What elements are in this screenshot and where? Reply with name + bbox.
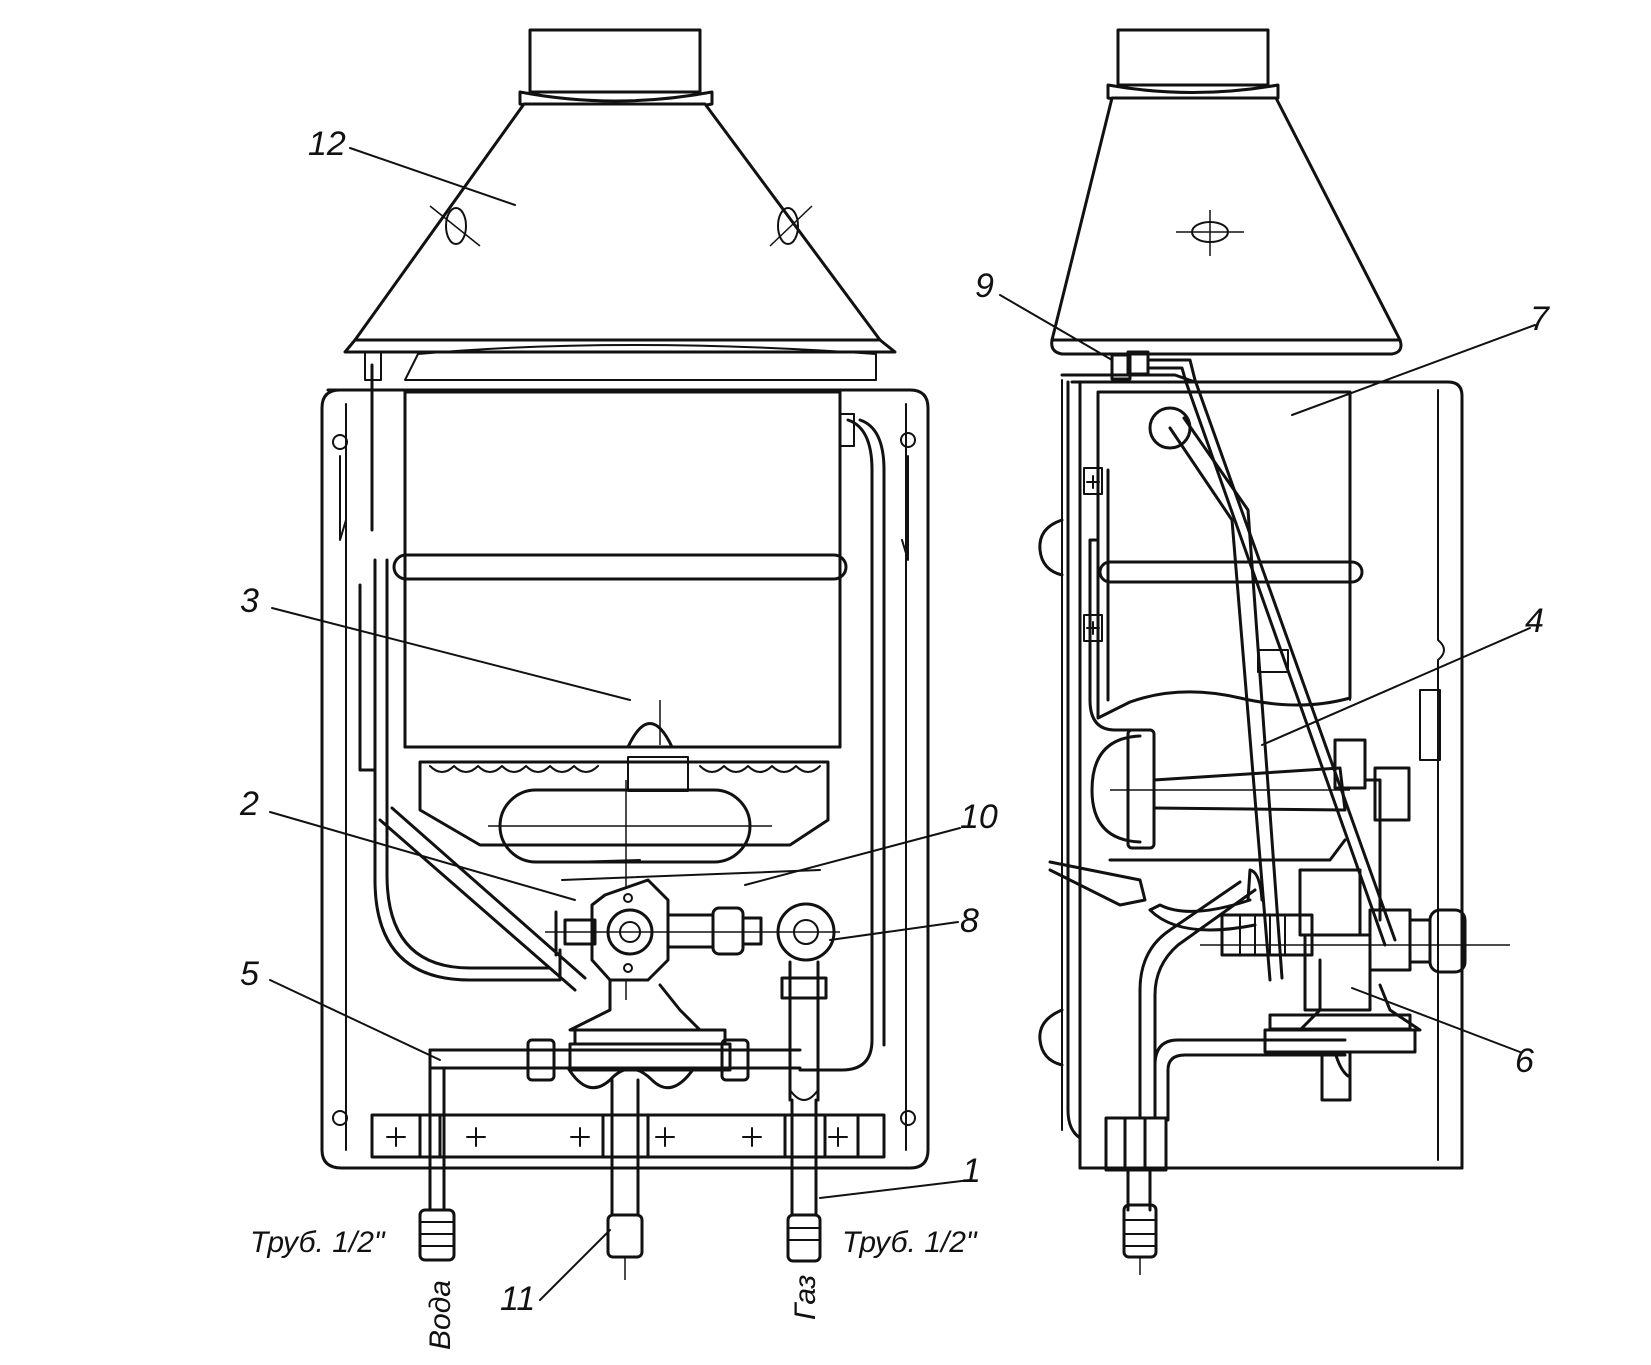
label-11: 11 [500, 1280, 535, 1318]
label-2: 2 [239, 785, 259, 823]
label-1: 1 [962, 1152, 981, 1190]
front-burner [418, 760, 830, 847]
label-7: 7 [1530, 300, 1550, 338]
side-flue-collar [1116, 28, 1270, 87]
label-12: 12 [308, 125, 346, 163]
label-8: 8 [960, 902, 979, 940]
front-draft-hood [353, 102, 882, 342]
front-flue-collar [528, 28, 702, 94]
front-heat-exchanger [403, 390, 842, 749]
caption-gas: Газ [789, 1275, 822, 1320]
side-casing [1070, 380, 1464, 1170]
label-4: 4 [1525, 602, 1544, 640]
caption-pipe-left: Труб. 1/2" [250, 1226, 386, 1259]
side-view [1038, 28, 1510, 1275]
side-gas-valve [1303, 933, 1372, 1012]
label-5: 5 [240, 955, 259, 993]
label-10: 10 [960, 798, 998, 836]
label-6: 6 [1515, 1042, 1534, 1080]
pipe-captions: Труб. 1/2" Труб. 1/2" Вода Газ [250, 1226, 978, 1350]
front-casing [320, 388, 930, 1170]
front-view [320, 28, 930, 1280]
front-mounting-bar [370, 1113, 886, 1159]
caption-pipe-right: Труб. 1/2" [842, 1226, 978, 1259]
caption-water: Вода [424, 1280, 457, 1350]
side-draft-hood [1050, 96, 1402, 342]
side-bottom-clamp [1104, 1116, 1168, 1172]
callout-labels: 12 3 2 10 8 5 1 11 9 7 4 6 [239, 125, 1550, 1318]
front-gas-valve [590, 878, 670, 982]
side-burner [1090, 734, 1142, 844]
leader-lines [269, 147, 1536, 1301]
label-9: 9 [975, 267, 994, 305]
side-heat-exchanger [1096, 390, 1352, 720]
label-3: 3 [240, 582, 259, 620]
